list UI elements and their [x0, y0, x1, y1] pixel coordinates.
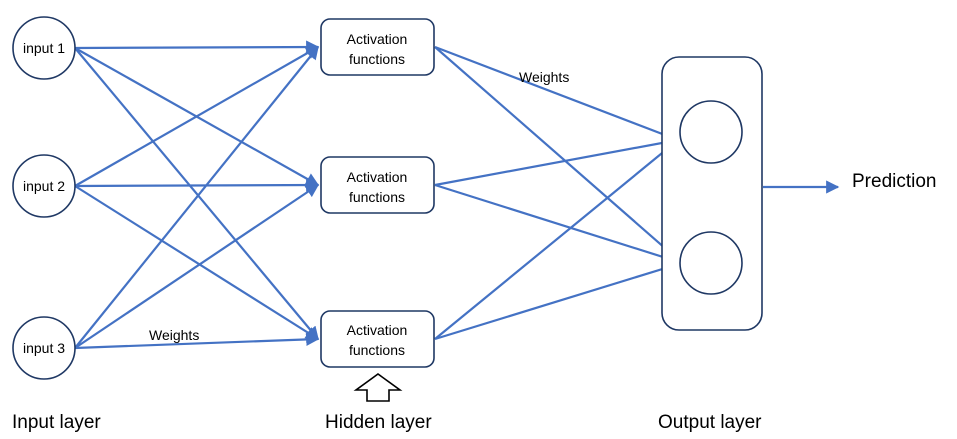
connection-input3-hidden2 [74, 184, 320, 349]
output-layer [661, 56, 763, 331]
input-node-3-label: input 3 [23, 340, 65, 356]
connection-hidden1-output2 [434, 46, 683, 264]
hidden-box-3-line2: functions [349, 342, 405, 358]
hidden-layer: Activation functions Activation function… [320, 18, 435, 368]
input-node-1-label: input 1 [23, 40, 65, 56]
hidden-layer-label: Hidden layer [325, 412, 432, 433]
input-node-2-label: input 2 [23, 178, 65, 194]
connection-hidden3-output2 [434, 260, 684, 341]
input-layer-label: Input layer [12, 412, 101, 433]
input-node-1 [12, 16, 76, 80]
connection-hidden2-output2 [434, 183, 684, 266]
connection-input1-hidden1 [74, 40, 320, 54]
hidden-box-2 [320, 156, 435, 214]
weights-label-top: Weights [519, 69, 569, 85]
input-layer: input 1 input 2 input 3 [12, 16, 76, 380]
connection-hidden1-output1 [434, 45, 680, 142]
hidden-box-3 [320, 310, 435, 368]
hidden-box-2-line1: Activation [347, 169, 408, 185]
connection-input2-hidden1 [74, 46, 320, 187]
input-node-3 [12, 316, 76, 380]
weights-label-bottom: Weights [149, 327, 199, 343]
hidden-box-1-line1: Activation [347, 31, 408, 47]
hidden-box-2-line2: functions [349, 189, 405, 205]
connection-input3-hidden3 [74, 332, 320, 350]
up-arrow-outline-icon [353, 373, 403, 402]
output-node-1 [679, 100, 743, 164]
output-layer-label: Output layer [658, 412, 762, 433]
output-node-2 [679, 231, 743, 295]
connection-input1-hidden3 [74, 47, 319, 341]
connection-hidden3-output1 [434, 139, 680, 340]
connection-hidden2-output1 [434, 135, 680, 187]
hidden-box-1-line2: functions [349, 51, 405, 67]
input-node-2 [12, 154, 76, 218]
connections [74, 40, 840, 350]
prediction-label: Prediction [852, 171, 937, 192]
hidden-box-1 [320, 18, 435, 76]
connection-input3-hidden1 [74, 45, 319, 349]
connection-input2-hidden3 [74, 185, 320, 340]
hidden-box-3-line1: Activation [347, 322, 408, 338]
connection-input2-hidden2 [74, 178, 320, 192]
